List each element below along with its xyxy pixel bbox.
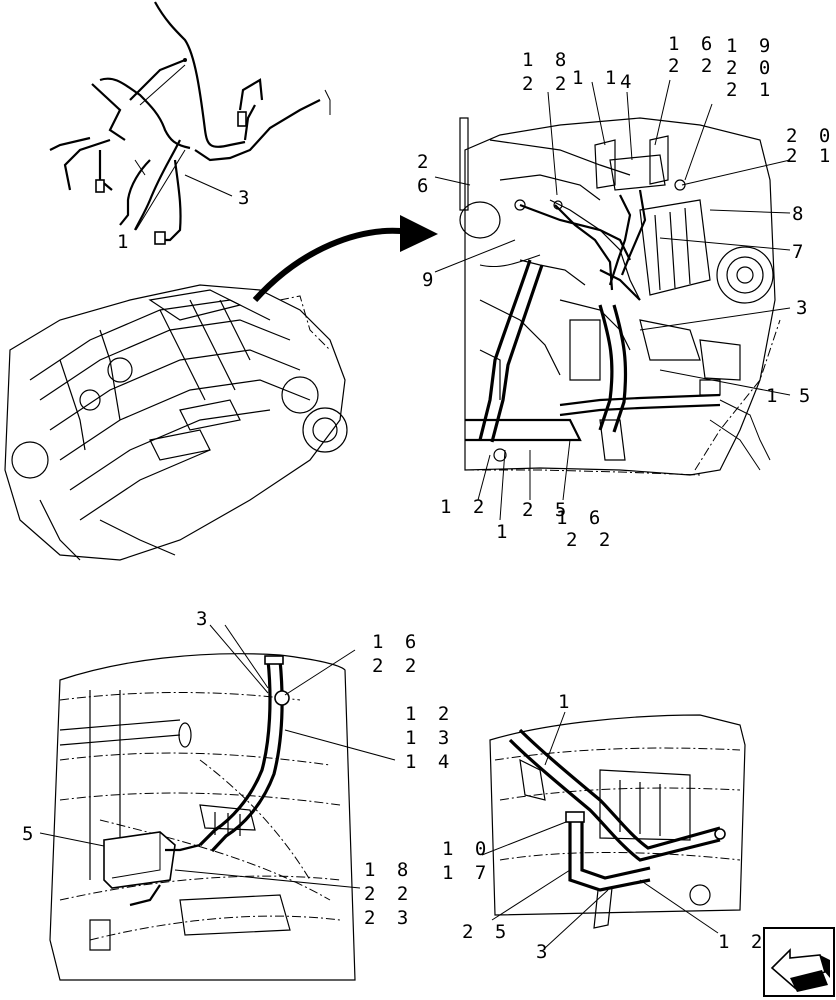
callout-engine-11: 1 1 bbox=[572, 67, 621, 89]
callout-engine-1: 1 bbox=[496, 521, 512, 543]
callout-engine-15: 1 5 bbox=[766, 385, 815, 407]
callout-engine-8: 8 bbox=[792, 203, 808, 225]
callout-top-harness-1: 1 bbox=[117, 231, 133, 253]
callout-engine-12: 1 2 bbox=[440, 496, 489, 518]
callout-right-25: 2 5 bbox=[462, 921, 511, 943]
callout-right-12: 1 2 bbox=[718, 931, 767, 953]
callout-engine-25: 2 5 bbox=[522, 499, 571, 521]
callout-right-1: 1 bbox=[558, 691, 574, 713]
callout-right-3: 3 bbox=[536, 941, 552, 963]
callout-engine-4: 4 bbox=[620, 71, 636, 93]
engine-overview bbox=[4, 215, 438, 561]
engine-detail bbox=[434, 79, 791, 521]
next-page-arrow-icon[interactable] bbox=[763, 927, 835, 997]
callout-top-harness-3: 3 bbox=[238, 187, 254, 209]
detail-bottom-right bbox=[481, 711, 746, 949]
callout-engine-9: 9 bbox=[422, 269, 438, 291]
callout-left-3: 3 bbox=[196, 608, 212, 630]
harness-detail bbox=[49, 1, 331, 245]
callout-engine-7: 7 bbox=[792, 241, 808, 263]
callout-engine-3: 3 bbox=[796, 297, 812, 319]
callout-left-5: 5 bbox=[22, 823, 38, 845]
detail-bottom-left bbox=[39, 624, 396, 981]
